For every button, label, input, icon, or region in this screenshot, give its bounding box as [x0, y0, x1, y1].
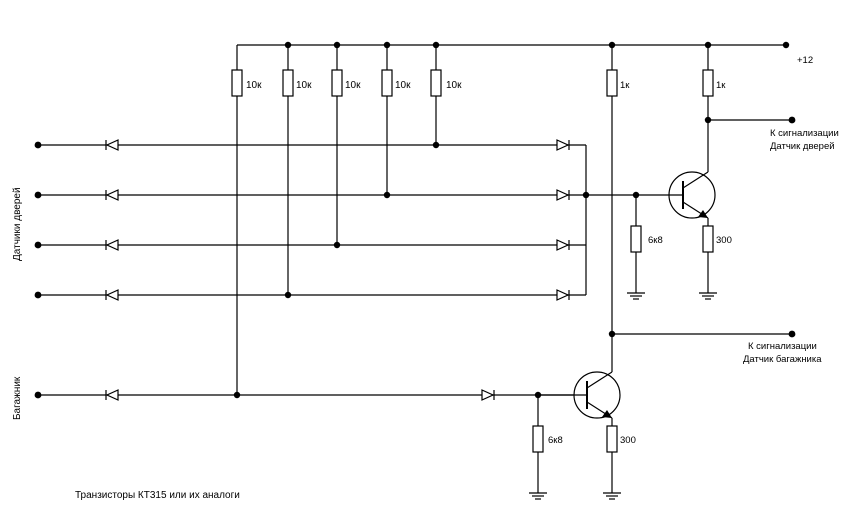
power-rail: +12 [236, 41, 813, 70]
doors-input-label: Датчики дверей [12, 187, 23, 261]
trunk-input-line [34, 389, 586, 401]
lower-output-label-2: Датчик багажника [743, 354, 822, 365]
svg-text:10к: 10к [296, 80, 312, 91]
upper-transistor [636, 171, 716, 219]
trunk-input-label: Багажник [12, 376, 23, 420]
door-input-line-4 [34, 289, 586, 301]
svg-text:300: 300 [716, 235, 732, 246]
upper-output-label-1: К сигнализации [770, 128, 839, 139]
svg-text:6к8: 6к8 [548, 435, 563, 446]
lower-transistor [538, 371, 621, 419]
pullup-resistor-3: 10к [331, 45, 361, 245]
pullup-resistor-2: 10к [282, 45, 312, 295]
svg-text:10к: 10к [446, 80, 462, 91]
lower-stage: 1к К сигнализации Датчик багажника 6 [34, 45, 822, 500]
pullup-resistor-1: 10к [231, 69, 262, 395]
transistor-note: Транзисторы КТ315 или их аналоги [75, 490, 240, 501]
lower-base-resistor [532, 425, 544, 453]
svg-text:1к: 1к [620, 80, 630, 91]
lower-output-label-1: К сигнализации [748, 341, 817, 352]
svg-text:1к: 1к [716, 80, 726, 91]
svg-text:10к: 10к [395, 80, 411, 91]
svg-text:10к: 10к [345, 80, 361, 91]
svg-text:300: 300 [620, 435, 636, 446]
ground-icon [603, 492, 621, 500]
upper-emitter-resistor [702, 225, 714, 253]
ground-icon [627, 292, 645, 300]
ground-icon [529, 492, 547, 500]
pullup-resistor-5: 10к [430, 45, 462, 145]
upper-base-resistor [630, 225, 642, 253]
ground-icon [699, 292, 717, 300]
door-input-line-3 [34, 239, 586, 251]
door-input-line-1 [34, 139, 586, 151]
upper-stage: 1к К сигнализации Датчик дверей 6к8 30 [627, 45, 839, 300]
lower-emitter-resistor [606, 425, 618, 453]
svg-text:6к8: 6к8 [648, 235, 663, 246]
power-label: +12 [797, 55, 813, 66]
pullup-resistor-4: 10к [381, 45, 411, 195]
upper-collector-resistor [702, 69, 714, 97]
lower-collector-resistor [606, 69, 618, 97]
svg-text:10к: 10к [246, 80, 262, 91]
upper-output-label-2: Датчик дверей [770, 141, 835, 152]
